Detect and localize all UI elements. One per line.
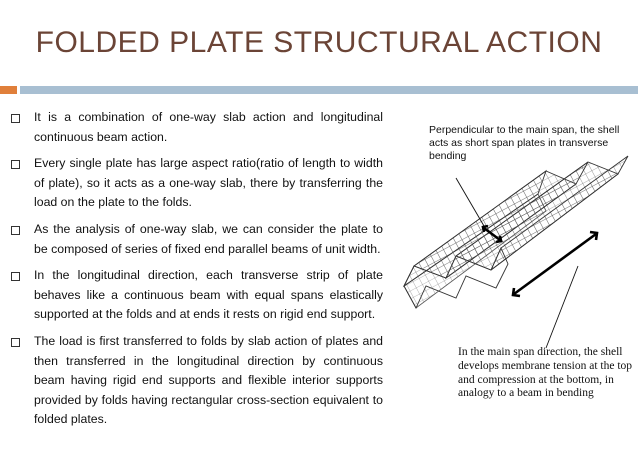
checkbox-bullet-icon [11, 114, 20, 123]
checkbox-bullet-icon [11, 337, 20, 347]
slide-title: FOLDED PLATE STRUCTURAL ACTION [35, 26, 603, 59]
bullet-text: In the longitudinal direction, each tran… [34, 268, 383, 322]
figure-caption-transverse: Perpendicular to the main span, the shel… [429, 124, 620, 162]
checkbox-bullet-icon [11, 225, 20, 235]
list-item: The load is first transferred to folds b… [11, 332, 383, 430]
bullet-text: It is a combination of one-way slab acti… [34, 110, 383, 144]
list-item: As the analysis of one-way slab, we can … [11, 220, 383, 259]
bullet-list: It is a combination of one-way slab acti… [11, 108, 383, 437]
folded-plate-mesh-drawing [402, 155, 629, 349]
list-item: It is a combination of one-way slab acti… [11, 108, 383, 147]
figure-caption-longitudinal: In the main span direction, the shell de… [458, 346, 633, 400]
bullet-text: As the analysis of one-way slab, we can … [34, 221, 383, 256]
checkbox-bullet-icon [11, 272, 20, 282]
list-item: Every single plate has large aspect rati… [11, 154, 383, 213]
bullet-text: The load is first transferred to folds b… [34, 333, 383, 427]
list-item: In the longitudinal direction, each tran… [11, 266, 383, 325]
folded-plate-figure: Perpendicular to the main span, the shel… [396, 116, 636, 436]
accent-bar-orange [0, 86, 17, 94]
accent-bar-blue [20, 86, 638, 94]
bullet-text: Every single plate has large aspect rati… [34, 156, 383, 210]
checkbox-bullet-icon [11, 160, 20, 170]
